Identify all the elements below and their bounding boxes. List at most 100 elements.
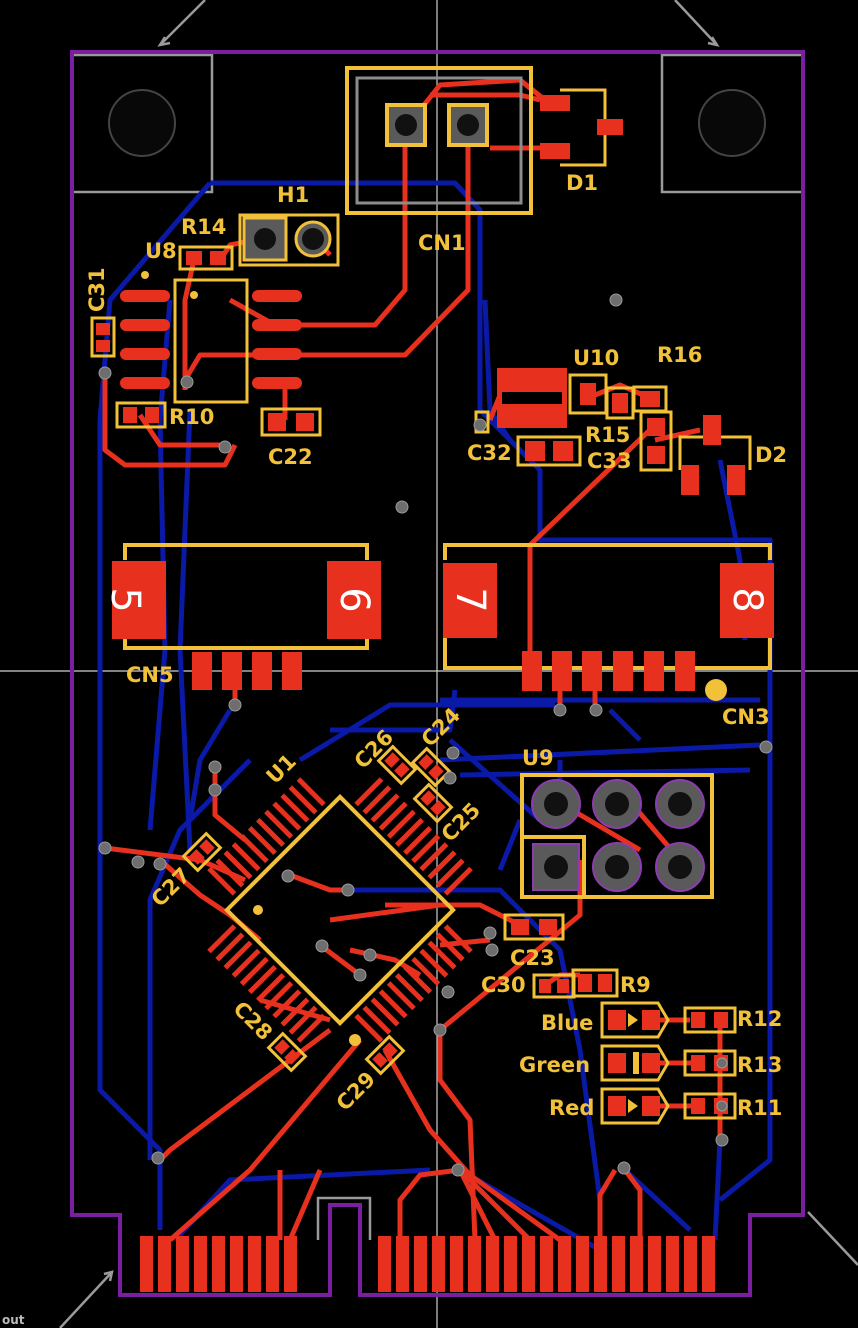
pad-number-5: 5 bbox=[102, 587, 148, 612]
u1-pin bbox=[394, 817, 424, 847]
u1-pin bbox=[223, 940, 253, 970]
u1-pin bbox=[256, 973, 286, 1003]
c26-capacitor[interactable] bbox=[376, 744, 418, 786]
u1-pin bbox=[207, 924, 237, 954]
label-c31: C31 bbox=[85, 267, 109, 312]
label-r14: R14 bbox=[181, 215, 226, 239]
u10-regulator[interactable] bbox=[497, 368, 608, 428]
label-c23: C23 bbox=[510, 946, 555, 970]
c25-capacitor[interactable] bbox=[412, 782, 454, 824]
r9-resistor[interactable] bbox=[571, 968, 619, 998]
mechanical-lines bbox=[59, 0, 858, 1328]
c31-capacitor[interactable] bbox=[90, 316, 116, 358]
u1-pin bbox=[394, 973, 424, 1003]
u1-pin bbox=[411, 834, 441, 864]
label-r9: R9 bbox=[620, 973, 651, 997]
d1-diode[interactable] bbox=[540, 88, 623, 167]
u1-pin bbox=[288, 785, 318, 815]
label-cn1: CN1 bbox=[418, 231, 466, 255]
label-blue: Blue bbox=[541, 1011, 593, 1035]
u1-pin bbox=[280, 793, 310, 823]
u1-pin bbox=[370, 997, 400, 1027]
u1-pin bbox=[354, 777, 384, 807]
c28-capacitor[interactable] bbox=[266, 1031, 308, 1073]
label-c22: C22 bbox=[268, 445, 313, 469]
led-blue[interactable] bbox=[600, 1001, 670, 1039]
u1-pin bbox=[223, 850, 253, 880]
label-red: Red bbox=[549, 1096, 594, 1120]
u1-pin bbox=[247, 964, 277, 994]
label-cn5: CN5 bbox=[126, 663, 174, 687]
c27-capacitor[interactable] bbox=[181, 831, 223, 873]
pad-number-7: 7 bbox=[447, 587, 493, 612]
u1-pin bbox=[264, 809, 294, 839]
u1-pin bbox=[403, 826, 433, 856]
u1-pin bbox=[427, 940, 457, 970]
u1-pin bbox=[435, 932, 465, 962]
u1-pin bbox=[256, 817, 286, 847]
u1-pin bbox=[239, 834, 269, 864]
c33-capacitor[interactable] bbox=[639, 410, 673, 472]
board-outline bbox=[70, 50, 805, 1297]
u1-pin bbox=[370, 793, 400, 823]
u1-mcu[interactable] bbox=[167, 737, 512, 1082]
u1-pin bbox=[427, 850, 457, 880]
d2-diode[interactable] bbox=[678, 415, 752, 495]
c22-capacitor[interactable] bbox=[260, 407, 322, 437]
label-r10: R10 bbox=[169, 405, 214, 429]
u1-pin1-marker bbox=[349, 1034, 361, 1046]
label-u1: U1 bbox=[262, 749, 301, 788]
label-u10: U10 bbox=[573, 346, 619, 370]
edge-connector bbox=[140, 1236, 715, 1292]
u1-pin bbox=[296, 1013, 326, 1043]
u1-pin bbox=[231, 842, 261, 872]
label-r16: R16 bbox=[657, 343, 702, 367]
u1-pin bbox=[419, 948, 449, 978]
led-red[interactable] bbox=[600, 1087, 670, 1125]
r12-resistor[interactable] bbox=[683, 1006, 737, 1034]
label-d2: D2 bbox=[755, 443, 787, 467]
cn5-connector[interactable] bbox=[112, 543, 381, 690]
c32-capacitor[interactable] bbox=[516, 435, 582, 467]
u1-pin bbox=[207, 866, 237, 896]
h1-header[interactable] bbox=[238, 213, 340, 267]
label-c33: C33 bbox=[587, 449, 632, 473]
cn3-connector[interactable] bbox=[443, 543, 774, 701]
label-u8: U8 bbox=[145, 239, 177, 263]
corner-text: out bbox=[2, 1313, 25, 1327]
c23-capacitor[interactable] bbox=[503, 913, 565, 941]
u1-pin bbox=[272, 989, 302, 1019]
u1-pin bbox=[362, 1005, 392, 1035]
pad-numbers: 5 6 7 8 bbox=[102, 587, 770, 612]
led-green[interactable] bbox=[600, 1044, 670, 1082]
c24-capacitor[interactable] bbox=[410, 746, 452, 788]
label-d1: D1 bbox=[566, 171, 598, 195]
r10-resistor[interactable] bbox=[115, 401, 167, 429]
u8-ic[interactable] bbox=[120, 271, 302, 404]
label-green: Green bbox=[519, 1053, 590, 1077]
u1-pin bbox=[288, 1005, 318, 1035]
u1-pin bbox=[272, 801, 302, 831]
u1-pin bbox=[411, 956, 441, 986]
label-r11: R11 bbox=[737, 1096, 782, 1120]
u9-header[interactable] bbox=[520, 773, 714, 899]
label-cn3: CN3 bbox=[722, 705, 770, 729]
u1-pin bbox=[419, 842, 449, 872]
u1-pin bbox=[231, 948, 261, 978]
r15-resistor[interactable] bbox=[605, 386, 635, 420]
u1-pin bbox=[280, 997, 310, 1027]
u1-pin bbox=[296, 777, 326, 807]
label-c32: C32 bbox=[467, 441, 512, 465]
cn1-connector[interactable] bbox=[345, 66, 533, 215]
label-r15: R15 bbox=[585, 423, 630, 447]
pad-number-6: 6 bbox=[331, 587, 377, 612]
u1-pin bbox=[378, 801, 408, 831]
u1-pin bbox=[435, 858, 465, 888]
label-c25: C25 bbox=[437, 798, 486, 847]
c29-capacitor[interactable] bbox=[364, 1034, 406, 1076]
label-u9: U9 bbox=[522, 746, 554, 770]
u1-pin bbox=[443, 866, 473, 896]
r14-resistor[interactable] bbox=[178, 245, 234, 271]
